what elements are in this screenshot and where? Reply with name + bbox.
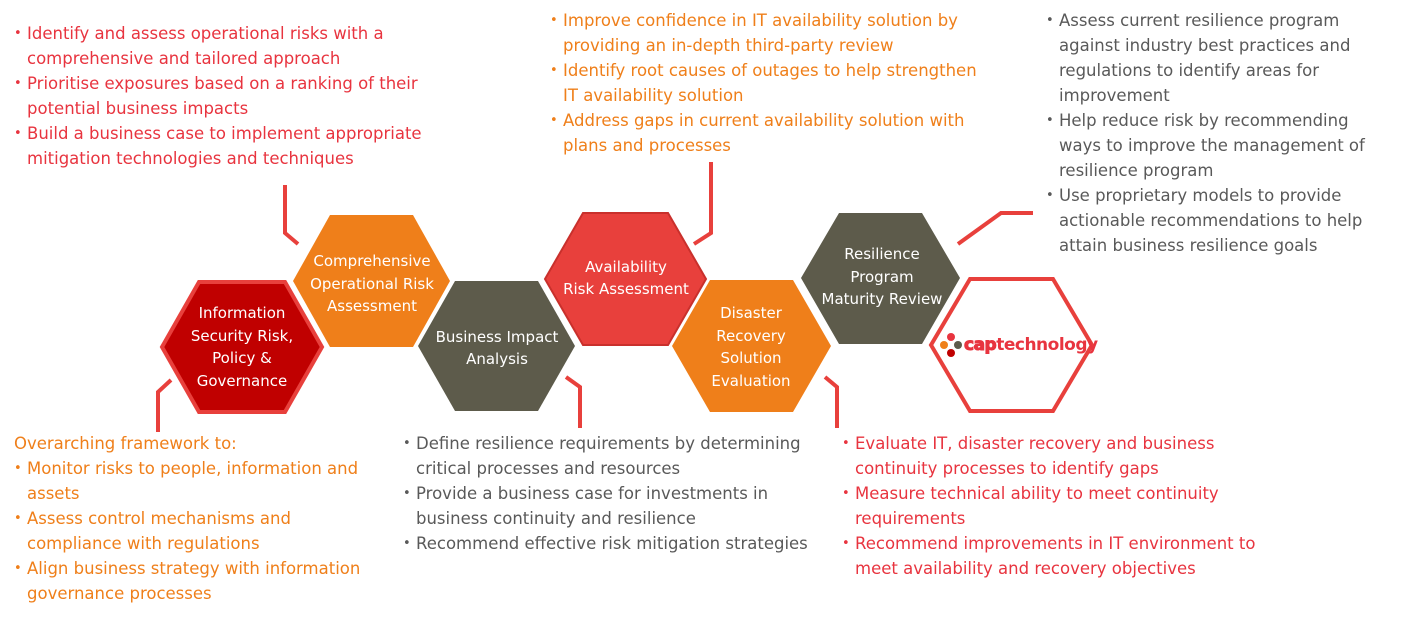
label-line: Comprehensive (313, 252, 431, 271)
label-line: Policy & (212, 349, 272, 367)
list-item: Provide a business case for investments … (403, 481, 813, 531)
connector-comprehensive (283, 185, 300, 246)
list-item: Identify root causes of outages to help … (550, 58, 980, 108)
label-business-impact: Business Impact Analysis (428, 324, 566, 372)
hexagon-comprehensive[interactable] (293, 215, 450, 347)
label-line: Evaluation (711, 371, 791, 390)
logo-text-cap: cap (963, 335, 997, 356)
hexagon-business-impact[interactable] (418, 281, 575, 411)
hexagon-resilience[interactable] (801, 213, 960, 344)
label-line: Operational Risk (310, 274, 434, 293)
label-line: Solution (720, 349, 782, 367)
label-comprehensive: Comprehensive Operational Risk Assessmen… (302, 249, 442, 319)
list-item: Recommend improvements in IT environment… (842, 531, 1262, 581)
callout-resilience: Assess current resilience program agains… (1046, 8, 1391, 258)
label-availability: Availability Risk Assessment (556, 254, 696, 302)
label-line: Program (850, 267, 914, 286)
connector-resilience (956, 211, 1033, 246)
connector-disaster-recovery (823, 375, 839, 428)
callout-availability: Improve confidence in IT availability so… (550, 8, 980, 158)
logo-text-technology: technology (996, 335, 1098, 355)
label-line: Assessment (327, 297, 417, 316)
list-item: Recommend effective risk mitigation stra… (403, 531, 813, 556)
label-line: Information (198, 304, 286, 322)
hexagon-disaster-recovery[interactable] (672, 280, 831, 412)
label-line: Security Risk, (190, 326, 294, 345)
label-line: Availability (585, 257, 667, 276)
list-item: Build a business case to implement appro… (14, 121, 444, 171)
callout-disaster-recovery: Evaluate IT, disaster recovery and busin… (842, 431, 1262, 581)
connector-lines (156, 162, 1033, 432)
callout-info-security: Overarching framework to: Monitor risks … (14, 431, 364, 606)
label-line: Risk Assessment (563, 280, 689, 298)
label-resilience: Resilience Program Maturity Review (812, 242, 952, 312)
hexagon-info-security[interactable] (159, 280, 325, 414)
list-item: Align business strategy with information… (14, 556, 364, 606)
list-item: Define resilience requirements by determ… (403, 431, 813, 481)
list-item: Address gaps in current availability sol… (550, 108, 980, 158)
hexagon-dots-logo-icon (940, 332, 962, 358)
label-line: Recovery (716, 326, 786, 345)
label-line: Disaster (720, 304, 782, 322)
list-item: Evaluate IT, disaster recovery and busin… (842, 431, 1262, 481)
label-line: Resilience (844, 245, 920, 264)
hexagon-availability[interactable] (543, 212, 708, 346)
connector-business-impact (564, 375, 582, 428)
list-item: Improve confidence in IT availability so… (550, 8, 980, 58)
list-item: Prioritise exposures based on a ranking … (14, 71, 444, 121)
callout-intro: Overarching framework to: (14, 434, 237, 453)
label-line: Governance (196, 371, 288, 390)
label-line: Business Impact (435, 327, 559, 346)
list-item: Assess control mechanisms and compliance… (14, 506, 364, 556)
list-item: Measure technical ability to meet contin… (842, 481, 1262, 531)
hexagon-logo-outline (928, 277, 1095, 413)
connector-availability (692, 162, 713, 246)
callout-business-impact: Define resilience requirements by determ… (403, 431, 813, 556)
list-item: Help reduce risk by recommending ways to… (1046, 108, 1391, 183)
label-line: Analysis (466, 350, 528, 368)
list-item: Identify and assess operational risks wi… (14, 21, 444, 71)
label-line: Maturity Review (821, 290, 943, 309)
list-item: Monitor risks to people, information and… (14, 456, 364, 506)
connector-info-security (156, 378, 173, 432)
list-item: Assess current resilience program agains… (1046, 8, 1391, 108)
list-item: Use proprietary models to provide action… (1046, 183, 1391, 258)
label-info-security: Information Security Risk, Policy & Gove… (178, 302, 306, 392)
callout-comprehensive: Identify and assess operational risks wi… (14, 21, 444, 171)
label-disaster-recovery: Disaster Recovery Solution Evaluation (690, 302, 812, 392)
